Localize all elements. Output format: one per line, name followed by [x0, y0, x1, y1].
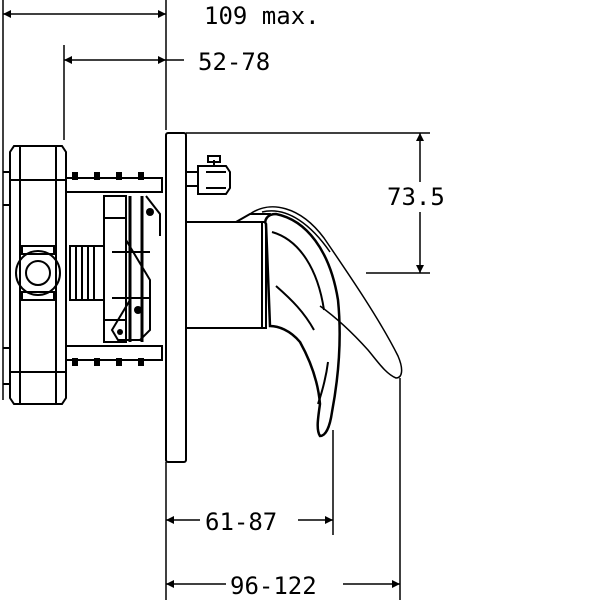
valve-body-housing [3, 145, 67, 405]
handle-hub [185, 213, 273, 329]
dim-label-body-depth: 52-78 [198, 48, 270, 76]
dim-label-total-projection: 96-122 [230, 572, 317, 600]
cover-plate [165, 132, 187, 463]
lever-handle-alternate [249, 206, 403, 379]
dimension-overall-depth: 109 max. [3, 2, 320, 30]
cartridge-assembly [65, 172, 163, 366]
dim-label-overall-depth: 109 max. [204, 2, 320, 30]
dim-label-height: 73.5 [387, 183, 445, 211]
stop-knob [185, 155, 231, 195]
dimension-height: 73.5 [384, 133, 456, 273]
lever-handle [264, 212, 341, 438]
dim-label-lever-projection: 61-87 [205, 508, 277, 536]
dimension-lever-projection: 61-87 [166, 508, 333, 536]
frame-studs [72, 172, 144, 366]
dimension-total-projection: 96-122 [166, 572, 400, 600]
dimension-body-depth: 52-78 [64, 48, 270, 76]
